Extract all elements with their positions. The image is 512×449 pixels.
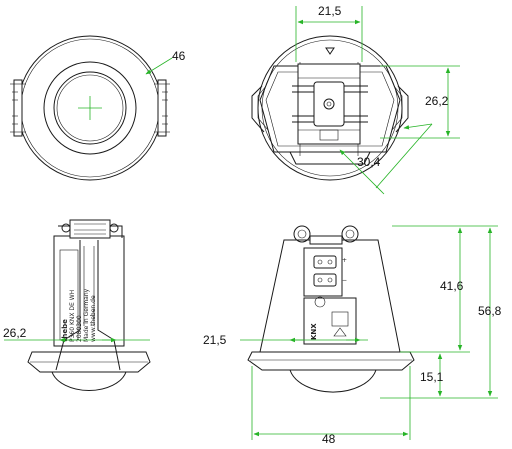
dim-label-41-6: 41,6	[440, 279, 464, 293]
svg-text:−: −	[342, 277, 347, 284]
side-view-right: + −	[247, 225, 415, 393]
dim-bottom-right-heights: 41,6 56,8 15,1	[380, 225, 502, 399]
label-line-1: P360 KNX DE WH	[69, 290, 76, 342]
knx-logo: KNX	[310, 323, 318, 340]
top-view-front	[10, 35, 170, 181]
label-line-2: 2080300	[76, 315, 83, 342]
dim-label-21-5-bottom: 21,5	[203, 333, 227, 347]
brand-text: thebe	[61, 319, 69, 342]
side-view-left	[27, 219, 151, 392]
dim-label-56-8: 56,8	[478, 304, 502, 318]
dim-top-right-width: 21,5	[295, 4, 363, 62]
dim-label-21-5-top: 21,5	[318, 4, 342, 18]
dim-label-30-4: 30,4	[357, 155, 381, 169]
dim-label-26-2-top: 26,2	[425, 94, 449, 108]
dim-label-48: 48	[322, 432, 336, 446]
dim-top-right-diag: 30,4	[339, 123, 433, 195]
dim-bottom-right-base: 48	[251, 366, 411, 446]
product-label: thebe P360 KNX DE WH 2080300 Made in Ger…	[61, 288, 97, 342]
dim-top-right-height: 26,2	[380, 65, 460, 139]
label-line-4: www.theben.de	[90, 295, 97, 342]
dim-label-26-2-bottom: 26,2	[3, 326, 27, 340]
top-view-rear	[251, 35, 409, 181]
dim-top-left-diameter: 46	[145, 49, 186, 75]
dim-bottom-left-width: 26,2	[3, 326, 150, 343]
dim-label-15-1: 15,1	[420, 370, 444, 384]
svg-text:+: +	[342, 257, 347, 264]
dim-bottom-right-module: 21,5	[203, 333, 368, 347]
label-line-3: Made in Germany	[83, 288, 90, 342]
dim-label-46: 46	[172, 49, 186, 63]
knx-logo-text: KNX	[310, 323, 318, 340]
